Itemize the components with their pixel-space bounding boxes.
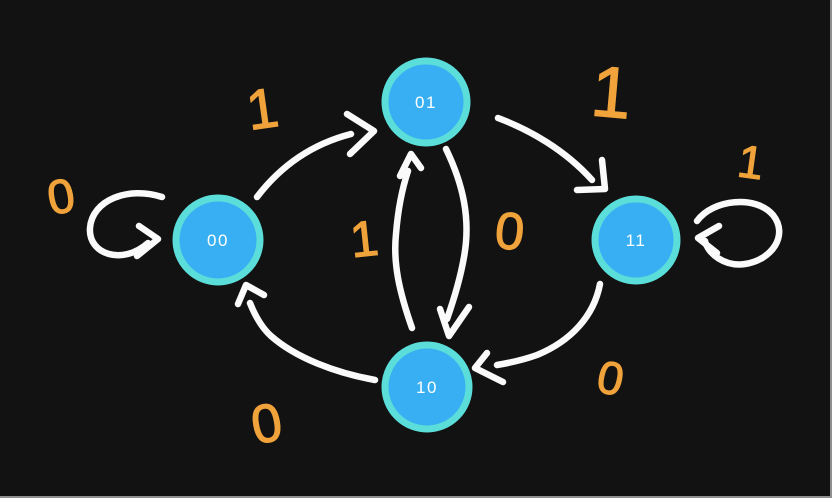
edge-10-to-00-curve (246, 299, 379, 384)
arrowhead-into-01-left (343, 110, 378, 158)
state-10-circle[interactable] (381, 341, 473, 433)
arrowhead-into-00-left (133, 222, 162, 260)
state-10-label: 10 (416, 378, 438, 397)
edge-10-to-01 (392, 150, 425, 332)
arrowhead-into-00-bottom (234, 281, 268, 308)
symbol-10-to-01: 1 (347, 210, 381, 269)
arrowhead-into-01-bottom (396, 150, 425, 180)
edge-00-to-01-curve (253, 130, 355, 201)
edge-11-self-loop (693, 198, 783, 268)
state-11-label: 11 (626, 231, 647, 250)
edge-10-to-01-curve (392, 167, 416, 332)
edge-00-self-loop (86, 190, 166, 260)
symbol-00-self: 0 (44, 169, 80, 226)
symbol-11-to-10: 0 (593, 350, 629, 406)
edge-11-to-10 (471, 280, 604, 386)
edge-01-to-11 (494, 114, 609, 194)
state-00-circle[interactable] (172, 194, 264, 286)
edge-10-to-00 (234, 281, 379, 384)
arrowhead-into-10-right (471, 349, 507, 386)
arrowhead-into-11-right (694, 222, 723, 257)
symbol-10-to-00: 0 (247, 392, 287, 456)
edge-11-self-loop-curve (693, 198, 783, 268)
state-00-label: 00 (207, 231, 229, 250)
arrowhead-into-11-top (573, 156, 609, 194)
state-01-label: 01 (415, 93, 437, 112)
state-node-11[interactable]: 11 (591, 195, 681, 285)
state-node-01[interactable]: 01 (381, 57, 471, 147)
state-node-00[interactable]: 00 (172, 194, 264, 286)
symbol-01-to-10: 0 (492, 202, 527, 263)
edge-01-to-11-curve (494, 114, 596, 184)
edge-01-to-10 (436, 145, 473, 340)
symbol-00-to-01: 1 (243, 75, 283, 142)
edge-01-to-10-curve (442, 145, 470, 323)
edge-00-self-loop-curve (86, 190, 166, 259)
state-node-10[interactable]: 10 (381, 341, 473, 433)
state-11-circle[interactable] (591, 195, 681, 285)
symbol-01-to-11: 1 (588, 51, 635, 134)
symbol-11-self: 1 (735, 134, 768, 189)
arrowhead-into-10-top (436, 303, 473, 340)
edge-00-to-01 (253, 110, 378, 201)
edge-11-to-10-curve (493, 280, 604, 369)
state-01-circle[interactable] (381, 57, 471, 147)
